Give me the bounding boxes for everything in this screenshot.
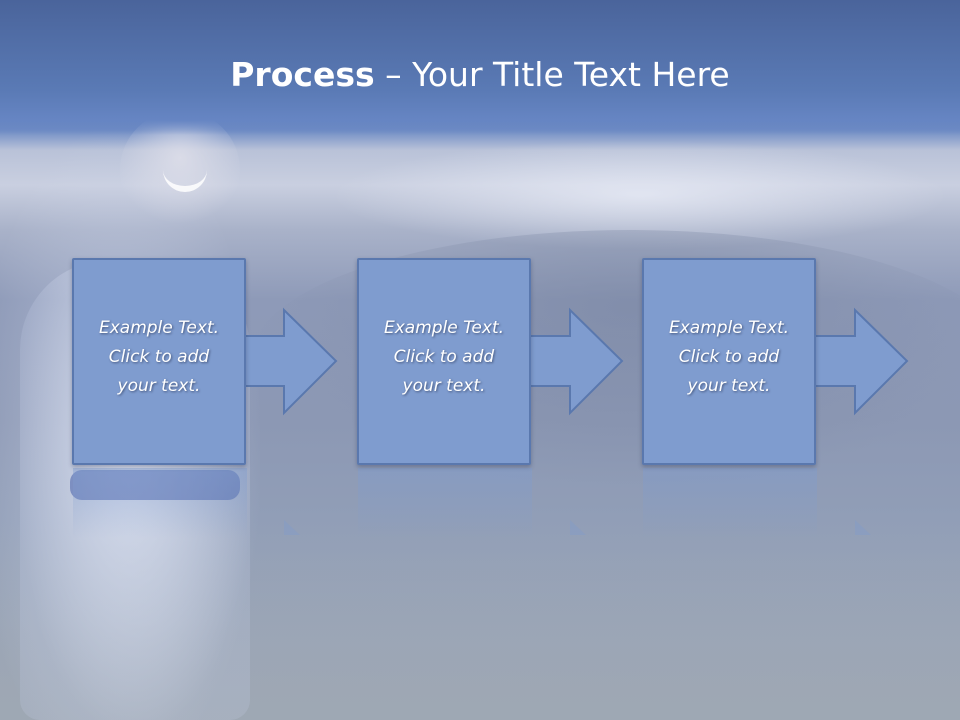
title-rest: – Your Title Text Here [374, 55, 730, 94]
step-reflection-2 [358, 468, 532, 538]
slide-title[interactable]: Process – Your Title Text Here [0, 52, 960, 98]
step-reflection-1 [73, 468, 247, 538]
arrow-reflection-2 [570, 520, 586, 535]
arrow-reflection-3 [855, 520, 871, 535]
process-step-2[interactable]: Example Text. Click to add your text. [357, 258, 531, 465]
process-arrow-3 [810, 307, 909, 416]
process-step-1[interactable]: Example Text. Click to add your text. [72, 258, 246, 465]
title-band [0, 0, 960, 135]
woman-smile [163, 168, 207, 192]
process-arrow-2 [525, 307, 624, 416]
process-step-3[interactable]: Example Text. Click to add your text. [642, 258, 816, 465]
arrow-reflection-1 [284, 520, 300, 535]
step-1-text[interactable]: Example Text. Click to add your text. [98, 318, 220, 396]
step-reflection-3 [643, 468, 817, 538]
woman-sash [70, 470, 240, 500]
step-2-text[interactable]: Example Text. Click to add your text. [383, 318, 505, 396]
title-bold: Process [230, 55, 375, 94]
process-arrow-1 [239, 307, 338, 416]
step-3-text[interactable]: Example Text. Click to add your text. [668, 318, 790, 396]
